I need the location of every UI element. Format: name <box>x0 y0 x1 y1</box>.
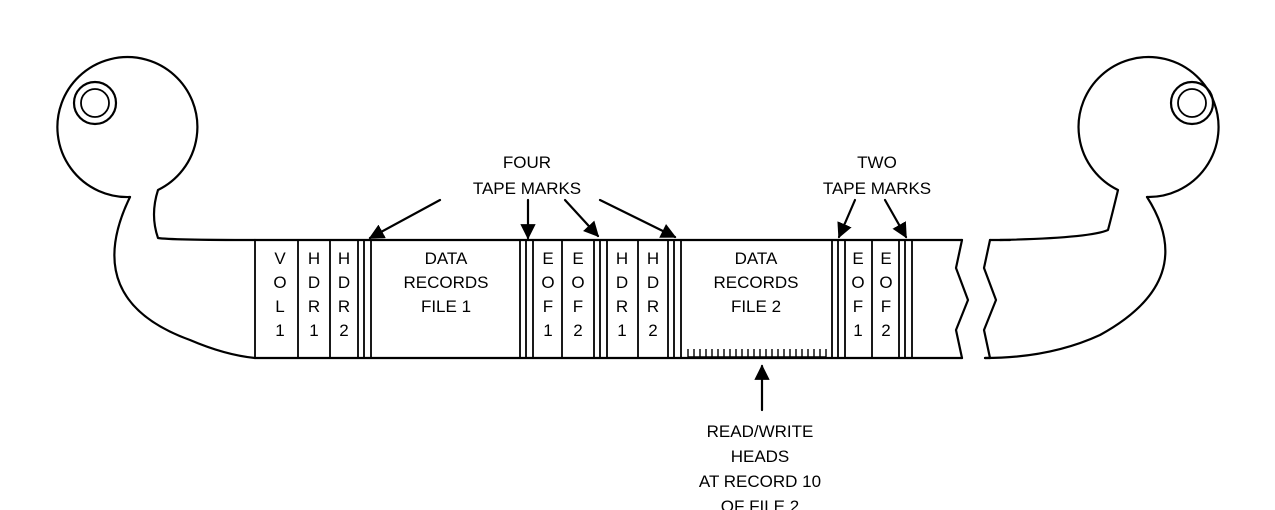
right-tape-curve <box>983 195 1167 360</box>
tape-strip <box>253 238 1012 360</box>
segment-dividers <box>254 240 913 358</box>
left-reel-hub <box>72 80 118 126</box>
left-reel <box>56 55 257 242</box>
left-tape-curve <box>113 195 257 360</box>
arrow-tape-mark-1 <box>368 198 442 240</box>
arrow-tape-mark-6 <box>883 198 908 239</box>
arrow-tape-mark-3 <box>563 198 600 238</box>
arrow-tape-mark-4 <box>598 198 677 239</box>
right-reel-hub-inner <box>1177 88 1207 118</box>
right-reel <box>983 55 1220 360</box>
left-reel-outline <box>56 55 257 242</box>
left-reel-hub-inner <box>80 88 110 118</box>
right-reel-outline <box>998 55 1220 242</box>
record-ticks <box>687 349 827 358</box>
arrow-tape-mark-5 <box>837 198 857 239</box>
tape-break-left <box>954 238 970 360</box>
right-reel-hub <box>1169 80 1215 126</box>
tape-break-right <box>982 238 998 360</box>
